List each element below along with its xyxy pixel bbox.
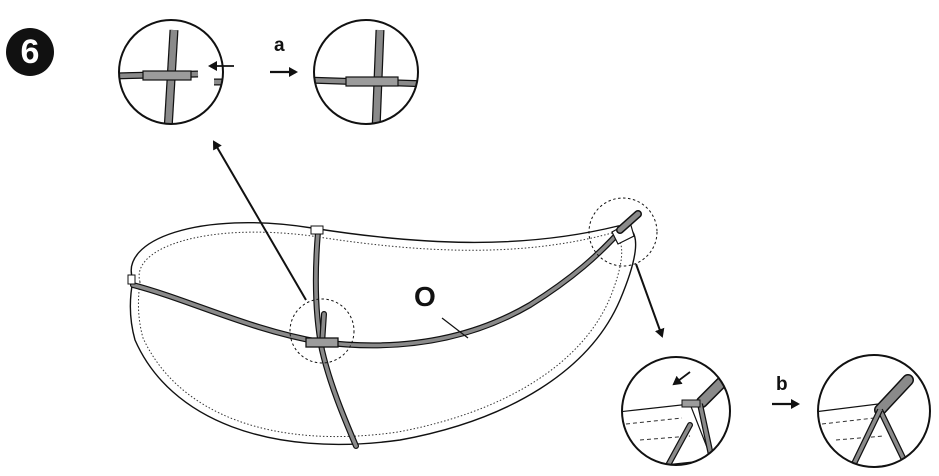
detail-a-before <box>118 19 234 125</box>
chair-fabric-outline <box>129 221 637 446</box>
chair-body <box>127 210 642 449</box>
detail-b-label: b <box>776 374 788 395</box>
chair-hem-dotted <box>137 231 623 438</box>
part-o-label: O <box>414 281 436 312</box>
callout-tip <box>588 197 658 267</box>
arrow-to-detail-b <box>635 263 665 338</box>
detail-a-label: a <box>274 35 285 56</box>
junction-connector <box>305 337 339 348</box>
detail-a-after <box>313 19 419 125</box>
step-number-badge: 6 <box>6 28 54 76</box>
callout-junction <box>289 298 355 364</box>
insert-arrow-b <box>672 371 691 386</box>
pocket-tab-left <box>127 274 136 285</box>
arrow-to-detail-a <box>212 140 307 301</box>
part-o-leader <box>441 317 469 339</box>
detail-b-before <box>621 356 731 466</box>
pocket-tab-top <box>310 225 324 235</box>
detail-b-after <box>817 354 931 468</box>
